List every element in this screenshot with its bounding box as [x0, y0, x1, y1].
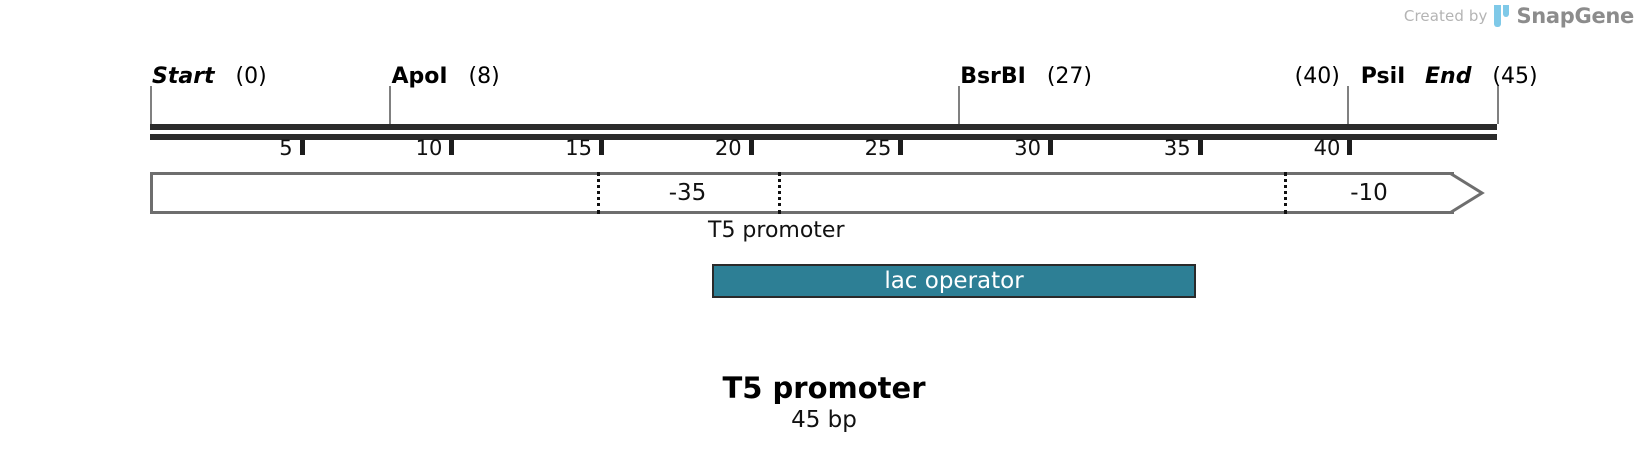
- promoter-divider-3: [1284, 172, 1287, 214]
- backbone-strand-top: [150, 124, 1497, 130]
- ruler-tick-mark: [898, 140, 904, 155]
- site-position: (27): [1025, 64, 1092, 89]
- lac-operator-label: lac operator: [884, 267, 1024, 294]
- promoter-subregion-minus10: -10: [1350, 180, 1388, 206]
- site-name: PsiI: [1360, 64, 1406, 89]
- promoter-caption: T5 promoter: [708, 218, 845, 243]
- sequence-length: 45 bp: [791, 407, 857, 434]
- site-position: (40): [1294, 64, 1361, 89]
- ruler-tick-label: 40: [1313, 136, 1341, 160]
- promoter-divider-1: [597, 172, 600, 214]
- site-label: BsrBI (27): [960, 66, 1092, 88]
- arrow-shaft: [150, 172, 1454, 214]
- site-name: Start: [152, 64, 215, 89]
- site-name: BsrBI: [960, 64, 1026, 89]
- site-label: (40) PsiI: [1295, 66, 1406, 88]
- feature-t5-promoter-arrow[interactable]: -35 -10: [150, 172, 1497, 214]
- snapgene-logo-icon: [1494, 5, 1510, 27]
- ruler-tick-label: 15: [565, 136, 592, 160]
- promoter-subregion-minus35: -35: [668, 180, 707, 206]
- site-label: End (45): [1425, 66, 1538, 88]
- page-title: T5 promoter: [722, 371, 926, 405]
- watermark-prefix: Created by: [1403, 7, 1488, 25]
- site-position: (45): [1471, 64, 1538, 89]
- site-position: (8): [447, 64, 500, 89]
- ruler-tick-label: 35: [1163, 136, 1191, 160]
- site-name: End: [1425, 64, 1472, 89]
- ruler-tick-mark: [1197, 140, 1203, 155]
- snapgene-watermark: Created by SnapGene: [1404, 4, 1634, 28]
- site-label: ApoI (8): [391, 66, 499, 88]
- site-stem: [1497, 86, 1499, 124]
- ruler-tick-mark: [599, 140, 604, 155]
- site-stem: [1347, 86, 1350, 124]
- site-label: Start (0): [152, 66, 267, 88]
- ruler-tick-label: 20: [714, 136, 742, 160]
- site-position: (0): [214, 64, 267, 89]
- feature-lac-operator[interactable]: lac operator: [712, 264, 1196, 298]
- backbone-strand-bottom: [150, 134, 1497, 140]
- site-stem: [389, 86, 392, 124]
- ruler-tick-label: 25: [864, 136, 892, 160]
- arrow-head-icon: [1449, 165, 1497, 221]
- watermark-brand: SnapGene: [1516, 4, 1634, 28]
- ruler-tick-label: 10: [415, 136, 443, 160]
- sequence-backbone: [150, 124, 1497, 140]
- ruler-tick-label: 5: [279, 136, 293, 160]
- ruler-tick-mark: [1347, 140, 1353, 155]
- site-stem: [958, 86, 961, 124]
- ruler-tick-mark: [299, 140, 305, 155]
- ruler: 5 10 15 20 25 30 35 40: [0, 136, 1648, 166]
- title-block: T5 promoter 45 bp: [0, 370, 1648, 436]
- ruler-tick-label: 30: [1014, 136, 1041, 160]
- ruler-tick-mark: [1048, 140, 1053, 155]
- site-stem: [150, 86, 152, 124]
- site-name: ApoI: [391, 64, 448, 89]
- ruler-tick-mark: [449, 140, 455, 155]
- ruler-tick-mark: [748, 140, 754, 155]
- promoter-divider-2: [778, 172, 781, 214]
